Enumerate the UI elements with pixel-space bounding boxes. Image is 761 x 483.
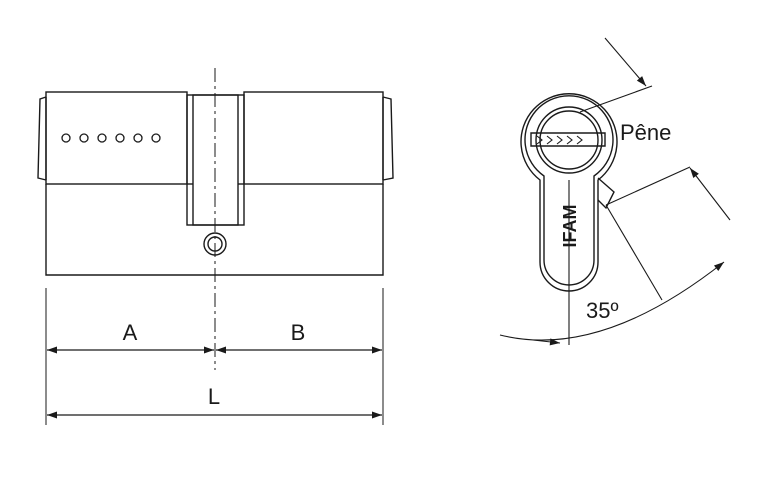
pin-hole bbox=[133, 133, 143, 143]
pin-hole bbox=[79, 133, 89, 143]
profile-inner-outline bbox=[524, 95, 614, 286]
cam-tip bbox=[597, 177, 615, 210]
pin-holes bbox=[61, 133, 161, 143]
plug-circle bbox=[535, 106, 603, 174]
angle-arc bbox=[499, 261, 725, 341]
angle-dimension bbox=[499, 180, 725, 346]
left-plug-cap bbox=[37, 96, 47, 181]
right-body-upper bbox=[243, 91, 384, 185]
bolt-dimension bbox=[579, 37, 731, 221]
pin-hole bbox=[115, 133, 125, 143]
profile-outline bbox=[520, 93, 618, 292]
right-plug-cap bbox=[382, 96, 394, 181]
dimension-lines bbox=[47, 346, 382, 419]
dim-a-label: A bbox=[123, 320, 138, 345]
pin-hole bbox=[151, 133, 161, 143]
pin-hole bbox=[61, 133, 71, 143]
cylinder-front-view bbox=[520, 93, 618, 292]
brand-label: IFAM bbox=[560, 205, 580, 248]
dim-b-label: B bbox=[291, 320, 306, 345]
bolt-label: Pêne bbox=[620, 120, 671, 145]
angle-label: 35º bbox=[586, 298, 619, 323]
extension-lines bbox=[45, 288, 384, 425]
pin-hole bbox=[97, 133, 107, 143]
dim-l-label: L bbox=[208, 384, 220, 409]
keyway bbox=[530, 132, 606, 147]
